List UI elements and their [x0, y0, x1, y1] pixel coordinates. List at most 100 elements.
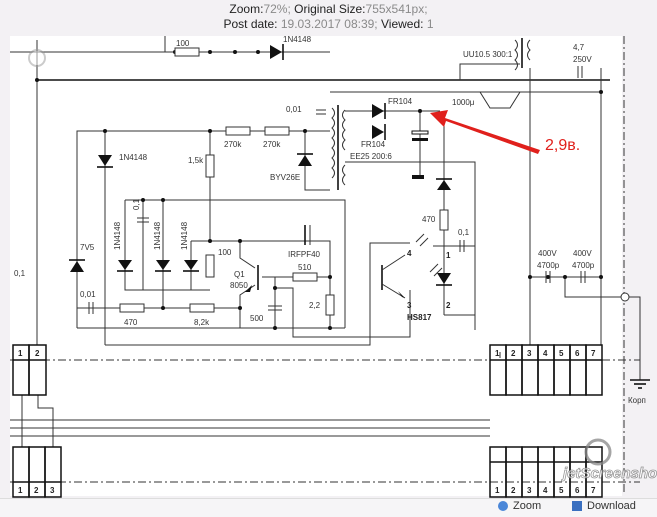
- label-c01: 0,1: [132, 198, 141, 210]
- pin-label: 2: [35, 349, 40, 358]
- pin-label: 1: [18, 486, 23, 495]
- component-labels: 100 1N4148 UU10.5 300:1 4,7 250V 0,01 27…: [14, 35, 646, 405]
- date-label: Post date:: [223, 17, 278, 31]
- label-c400b-capacitance: 4700p: [572, 261, 595, 270]
- connector-pin: [585, 344, 603, 396]
- image-info-line-2: Post date: 19.03.2017 08:39; Viewed: 1: [0, 17, 657, 32]
- label-d-1n4148-a: 1N4148: [119, 153, 148, 162]
- label-d-1n4148-b: 1N4148: [113, 221, 122, 250]
- label-d-top: 1N4148: [283, 35, 312, 44]
- watermark-text: jetScreenshot: [561, 465, 657, 482]
- pin-label: 7: [591, 349, 596, 358]
- viewed-value: 1: [426, 17, 434, 31]
- red-arrow-icon: [430, 110, 540, 154]
- connector-right-bottom: 1 2 3 4 5 6 7: [489, 446, 603, 498]
- label-d-1n4148-d: 1N4148: [180, 221, 189, 250]
- image-info-line-1: Zoom:72%; Original Size:755x541px;: [0, 2, 657, 17]
- pin-label: 6: [575, 486, 580, 495]
- pin-label: 7: [591, 486, 596, 495]
- label-c400a-voltage: 400V: [538, 249, 557, 258]
- pin-label: 2: [511, 349, 516, 358]
- label-c400b-voltage: 400V: [573, 249, 592, 258]
- label-r510: 510: [298, 263, 312, 272]
- diodes: [69, 44, 452, 286]
- pin-label: 5: [559, 486, 564, 495]
- label-7v5: 7V5: [80, 243, 95, 252]
- connector-pin: [585, 446, 603, 498]
- label-r-15k: 1,5k: [188, 156, 204, 165]
- label-transformer-uu10: UU10.5 300:1: [463, 50, 513, 59]
- annotation-text: 2,9в.: [545, 137, 580, 154]
- label-c-top-voltage: 250V: [573, 55, 592, 64]
- label-c500: 500: [250, 314, 264, 323]
- download-button-label: Download: [587, 500, 636, 512]
- zoom-value: 72%;: [263, 2, 291, 16]
- label-opto-pin1: 1: [446, 251, 451, 260]
- label-r470b: 470: [422, 215, 436, 224]
- label-byv26e: BYV26E: [270, 173, 300, 182]
- label-d-1n4148-c: 1N4148: [153, 221, 162, 250]
- junction-dots: [35, 50, 603, 330]
- connector-left-bottom: [12, 446, 62, 498]
- pin-labels-left: 1 2 1 2 3: [18, 349, 55, 495]
- label-r82k: 8,2k: [194, 318, 210, 327]
- label-c01-right: 0,1: [458, 228, 470, 237]
- pin-label: 3: [527, 349, 532, 358]
- watermark: jetScreenshot: [561, 438, 657, 482]
- label-r270a: 270k: [224, 140, 242, 149]
- label-opto-pin3: 3: [407, 301, 412, 310]
- opto-light-arrows-icon: [415, 233, 429, 247]
- label-r-top: 100: [176, 39, 190, 48]
- zoom-button[interactable]: Zoom: [498, 500, 541, 512]
- label-fr104b: FR104: [361, 140, 386, 149]
- pin-label: 1: [18, 349, 23, 358]
- label-c-1000: 1000μ: [452, 98, 475, 107]
- led-light-arrows-icon: [429, 263, 443, 277]
- label-q1-type: 8050: [230, 281, 248, 290]
- pin-label: 2: [34, 486, 39, 495]
- label-q1: Q1: [234, 270, 245, 279]
- pin-label: 6: [575, 349, 580, 358]
- pin-label: 4: [543, 486, 548, 495]
- size-label: Original Size:: [294, 2, 366, 16]
- pin-label: 1: [495, 486, 500, 495]
- label-opto-pin4: 4: [407, 249, 412, 258]
- magnifier-icon: [498, 501, 508, 511]
- capacitors: [88, 66, 586, 314]
- label-hs817: HS817: [407, 313, 432, 322]
- label-irfpf40: IRFPF40: [288, 250, 321, 259]
- label-r270b: 270k: [263, 140, 281, 149]
- transformers: [331, 38, 531, 190]
- date-value: 19.03.2017 08:39;: [280, 17, 378, 31]
- transistors: [245, 225, 443, 299]
- label-r470a: 470: [124, 318, 138, 327]
- label-fr104a: FR104: [388, 97, 413, 106]
- label-c-001a: 0,01: [286, 105, 302, 114]
- label-r100: 100: [218, 248, 232, 257]
- label-opto-pin2: 2: [446, 301, 451, 310]
- label-c001b: 0,01: [80, 290, 96, 299]
- ground-icon: [630, 379, 650, 389]
- resistors: [119, 47, 449, 316]
- size-value: 755x541px;: [365, 2, 428, 16]
- label-c01-left: 0,1: [14, 269, 26, 278]
- pin-label: 3: [527, 486, 532, 495]
- upload-cloud-icon: [28, 49, 46, 67]
- viewed-label: Viewed:: [380, 17, 424, 31]
- connector-left: [12, 344, 47, 396]
- label-ground: Корп: [628, 396, 646, 405]
- label-r22: 2,2: [309, 301, 321, 310]
- download-button[interactable]: Download: [572, 500, 636, 512]
- pin-label: 2: [511, 486, 516, 495]
- label-ee25: EE25 200:6: [350, 152, 392, 161]
- voltage-annotation: 2,9в.: [430, 110, 580, 154]
- zoom-button-label: Zoom: [513, 500, 542, 512]
- pin-label: 4: [543, 349, 548, 358]
- zoom-label: Zoom:: [229, 2, 264, 16]
- pin-label: 3: [50, 486, 55, 495]
- label-c400a-capacitance: 4700p: [537, 261, 560, 270]
- label-c-top-value: 4,7: [573, 43, 585, 52]
- download-icon: [572, 501, 582, 511]
